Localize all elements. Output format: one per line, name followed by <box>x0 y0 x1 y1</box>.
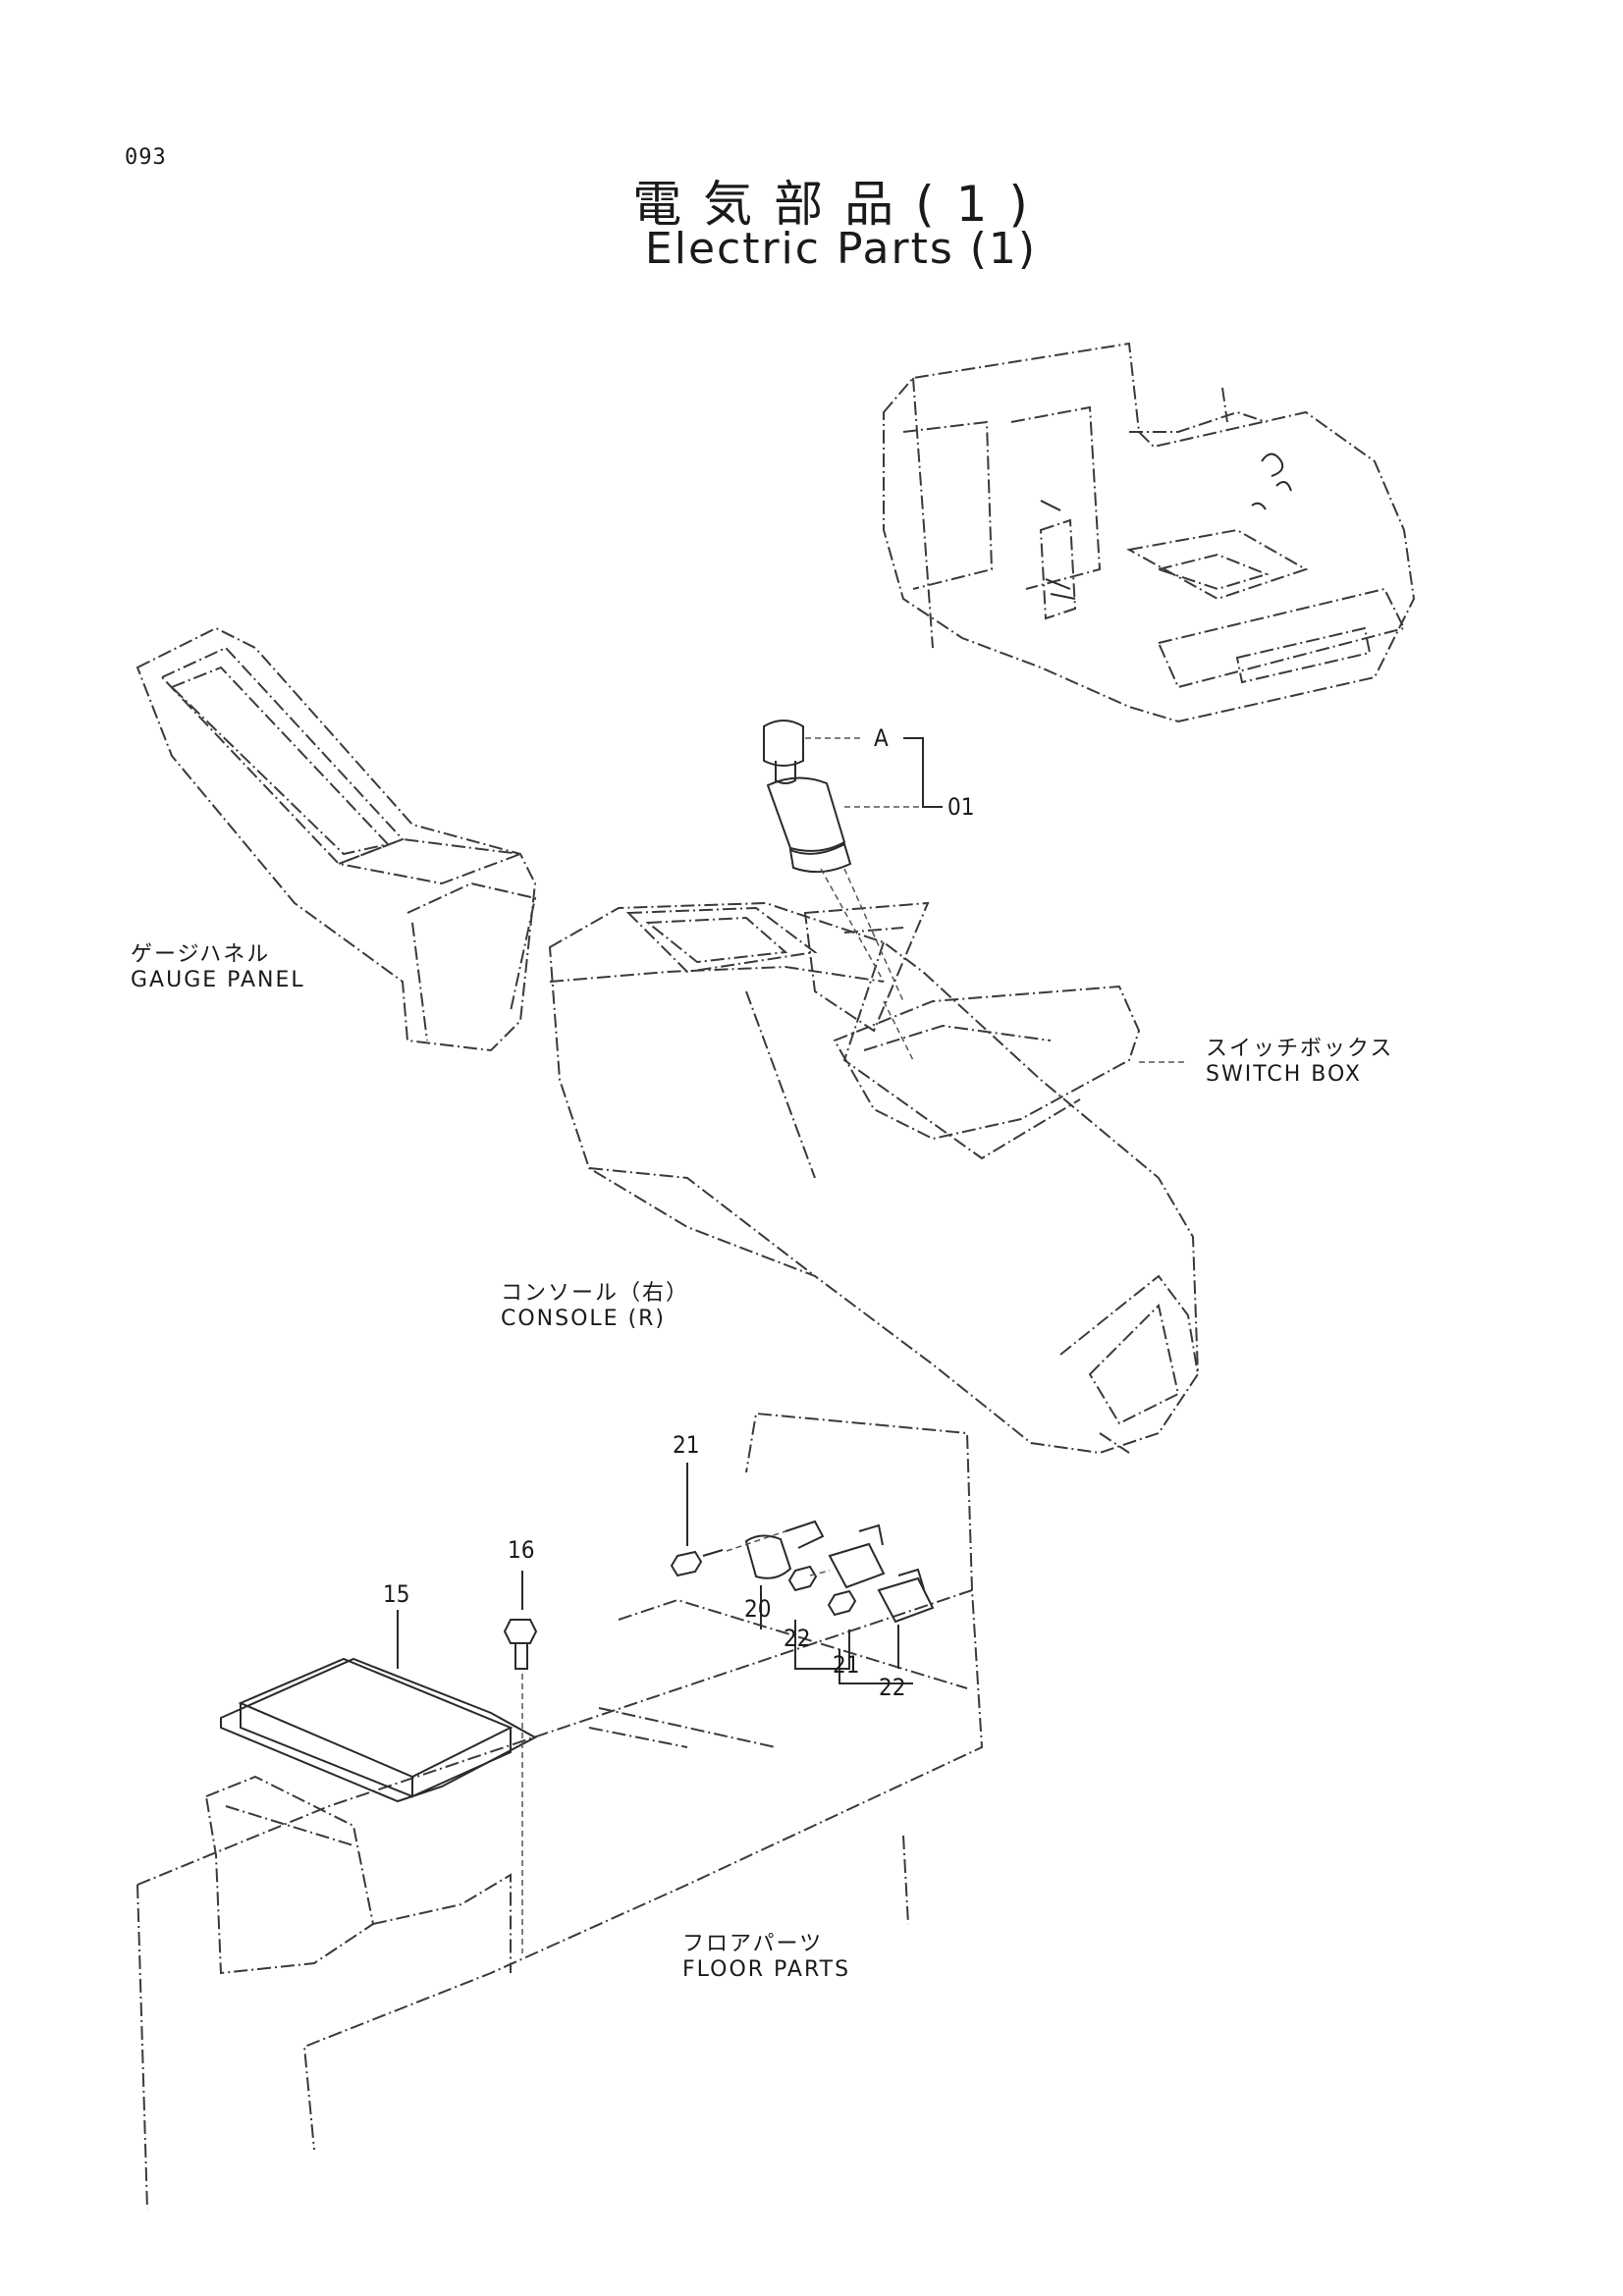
floor-parts-label-jp: フロアパーツ <box>682 1932 824 1956</box>
console-label-en: CONSOLE (R) <box>501 1307 667 1331</box>
console-label: コンソール（右） CONSOLE (R) <box>501 1281 689 1332</box>
leader-lines <box>397 737 1188 1684</box>
switch-box-label-jp: スイッチボックス <box>1206 1037 1394 1061</box>
callout-part-01: 01 <box>947 793 975 821</box>
floor-parts-drawing <box>136 1412 984 2210</box>
bolt-16-drawing <box>503 1619 538 1953</box>
gauge-panel-label-en: GAUGE PANEL <box>131 968 305 992</box>
switch-box-label: スイッチボックス SWITCH BOX <box>1206 1037 1393 1088</box>
relay-parts-drawing <box>670 1520 935 1624</box>
floor-parts-label: フロアパーツ FLOOR PARTS <box>682 1932 850 1983</box>
console-label-jp: コンソール（右） <box>501 1281 690 1306</box>
callout-part-22-bottom: 22 <box>879 1674 906 1701</box>
callout-part-20: 20 <box>744 1595 772 1623</box>
console-drawing <box>548 901 1200 1455</box>
callout-part-21-bottom: 21 <box>833 1651 860 1679</box>
gauge-panel-label: ゲージハネル GAUGE PANEL <box>131 942 305 993</box>
page-number: 093 <box>125 145 167 170</box>
switch-box-drawing <box>803 901 1141 1141</box>
controller-box-drawing <box>220 1657 538 1803</box>
floor-parts-label-en: FLOOR PARTS <box>682 1957 851 1982</box>
key-switch-drawing <box>763 720 914 1061</box>
page-title-jp: 電気部品(1) <box>632 176 1050 233</box>
callout-reference-a: A <box>874 724 889 752</box>
gauge-panel-label-jp: ゲージハネル <box>131 942 271 967</box>
page-title-en: Electric Parts (1) <box>644 224 1038 274</box>
gauge-panel-drawing <box>135 626 537 1052</box>
callout-part-16: 16 <box>508 1536 535 1564</box>
callout-part-21-top: 21 <box>673 1431 700 1459</box>
callout-part-22-mid: 22 <box>784 1625 811 1652</box>
switch-box-label-en: SWITCH BOX <box>1206 1062 1362 1087</box>
callout-part-15: 15 <box>383 1580 410 1608</box>
excavator-overview <box>883 342 1416 723</box>
